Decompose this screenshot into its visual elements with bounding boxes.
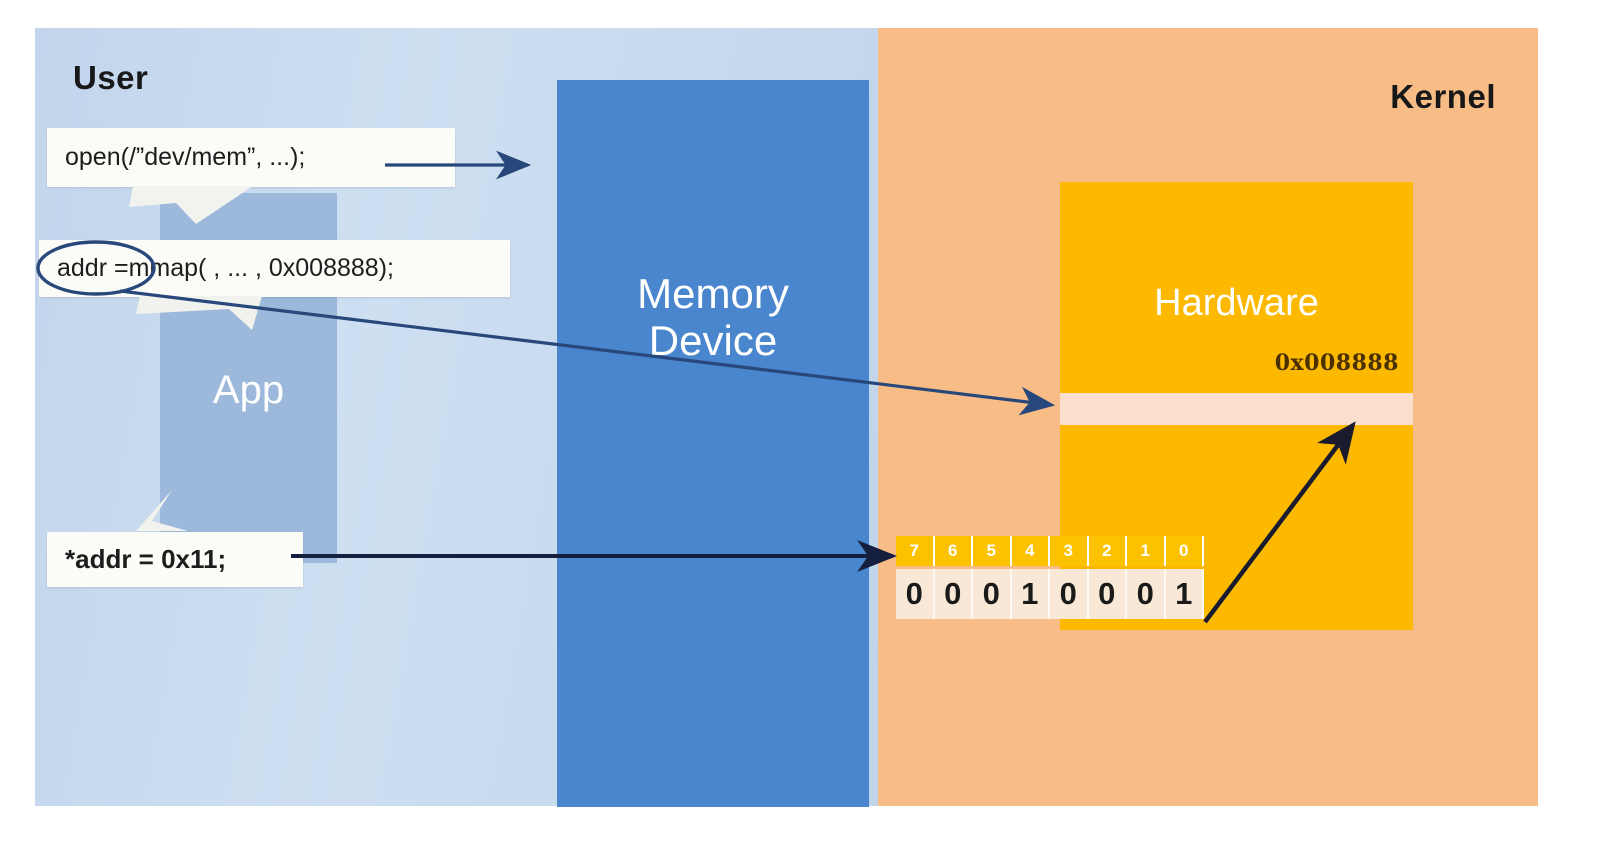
bit-index-cell: 0 xyxy=(1165,536,1204,566)
bit-index-row: 7 6 5 4 3 2 1 0 xyxy=(896,536,1204,566)
hardware-label: Hardware xyxy=(1154,282,1319,324)
bit-index-cell: 4 xyxy=(1011,536,1050,566)
bit-value-cell: 1 xyxy=(1165,569,1204,619)
callout-open-syscall: open(/”dev/mem”, ...); xyxy=(47,128,455,187)
register-bit-table: 7 6 5 4 3 2 1 0 0 0 0 1 0 0 0 1 xyxy=(896,536,1204,619)
bit-value-cell: 0 xyxy=(1127,569,1166,619)
hardware-address-label: 0x008888 xyxy=(1274,350,1399,376)
memory-device-line-2: Device xyxy=(648,317,778,365)
user-space-panel: User App Memory Device xyxy=(35,28,878,807)
bit-index-cell: 5 xyxy=(973,536,1012,566)
bit-value-cell: 0 xyxy=(896,569,935,619)
bit-value-row: 0 0 0 1 0 0 0 1 xyxy=(896,569,1204,619)
callout-mmap-text: addr =mmap( , ... , 0x008888); xyxy=(57,254,394,282)
bit-value-cell: 1 xyxy=(1011,569,1050,619)
memory-device-line-1: Memory xyxy=(637,270,789,317)
bit-value-cell: 0 xyxy=(1050,569,1089,619)
bit-index-cell: 3 xyxy=(1050,536,1089,566)
bit-index-cell: 1 xyxy=(1127,536,1166,566)
bit-value-cell: 0 xyxy=(1088,569,1127,619)
callout-store-statement: *addr = 0x11; xyxy=(47,532,303,587)
bit-index-cell: 6 xyxy=(934,536,973,566)
callout-open-text: open(/”dev/mem”, ...); xyxy=(65,143,306,171)
bit-index-cell: 7 xyxy=(896,536,935,566)
bit-value-cell: 0 xyxy=(973,569,1012,619)
kernel-panel-title: Kernel xyxy=(1390,78,1496,115)
callout-store-text: *addr = 0x11; xyxy=(65,544,227,574)
memory-device-label: Memory Device xyxy=(557,270,869,364)
callout-mmap-syscall: addr =mmap( , ... , 0x008888); xyxy=(39,240,510,297)
app-label: App xyxy=(212,368,285,412)
user-panel-title: User xyxy=(73,59,149,96)
bit-value-cell: 0 xyxy=(934,569,973,619)
hardware-mapped-region-band xyxy=(1060,393,1413,425)
bit-index-cell: 2 xyxy=(1088,536,1127,566)
memory-device-box: Memory Device xyxy=(557,80,869,807)
